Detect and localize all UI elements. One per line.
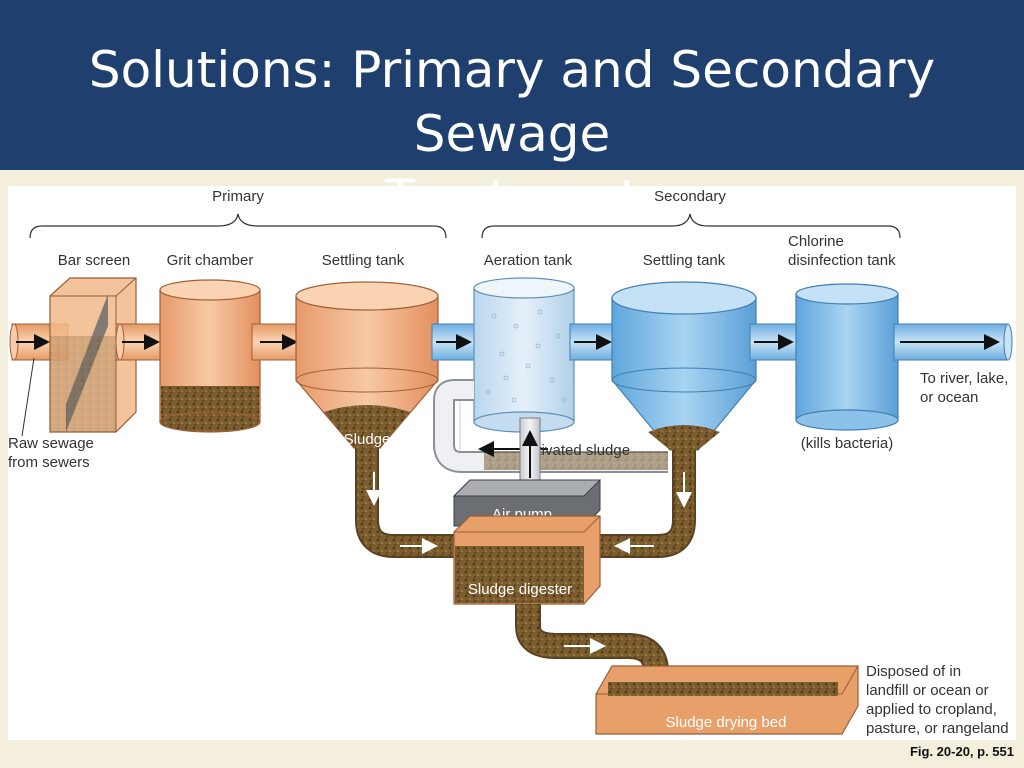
raw-sewage-pointer [21,357,35,437]
diagram-area: Primary Secondary Bar screen Grit chambe… [8,186,1016,740]
disposal-label-line1: Disposed of in [866,663,961,680]
sewage-treatment-diagram: Primary Secondary Bar screen Grit chambe… [8,188,1013,737]
slide-title-line1: Solutions: Primary and Secondary Sewage [88,41,936,163]
raw-sewage-label-line2: from sewers [8,454,90,471]
chlorine-disinfection-tank [795,293,899,421]
sludge-digester-label: Sludge digester [468,581,572,598]
activated-sludge-label: Activated sludge [520,442,630,459]
grit-chamber-label: Grit chamber [167,252,254,269]
to-river-label-line2: or ocean [920,389,978,406]
chlorine-tank-label-line1: Chlorine [788,233,844,250]
disposal-label-line4: pasture, or rangeland [866,720,1009,737]
sludge-drying-bed-label: Sludge drying bed [666,714,787,731]
secondary-label: Secondary [654,188,726,205]
settling-tank-secondary-label: Settling tank [643,252,726,269]
bar-screen-label: Bar screen [58,252,131,269]
settling-tank-primary-label: Settling tank [322,252,405,269]
title-bar: Solutions: Primary and Secondary Sewage … [0,0,1024,227]
primary-bracket [29,213,447,239]
sludge-label: Sludge [344,431,391,448]
to-river-label-line1: To river, lake, [920,370,1008,387]
aeration-tank [473,287,575,423]
disposal-label-line2: landfill or ocean or [866,682,989,699]
aeration-tank-label: Aeration tank [484,252,573,269]
kills-bacteria-label: (kills bacteria) [801,435,894,452]
air-bubbles [485,309,567,403]
disposal-label-line3: applied to cropland, [866,701,997,718]
figure-reference: Fig. 20-20, p. 551 [909,744,1014,759]
primary-label: Primary [212,188,264,205]
slide-title: Solutions: Primary and Secondary Sewage … [0,38,1024,230]
secondary-bracket [481,213,901,239]
chlorine-tank-label-line2: disinfection tank [788,252,896,269]
raw-sewage-label-line1: Raw sewage [8,435,94,452]
